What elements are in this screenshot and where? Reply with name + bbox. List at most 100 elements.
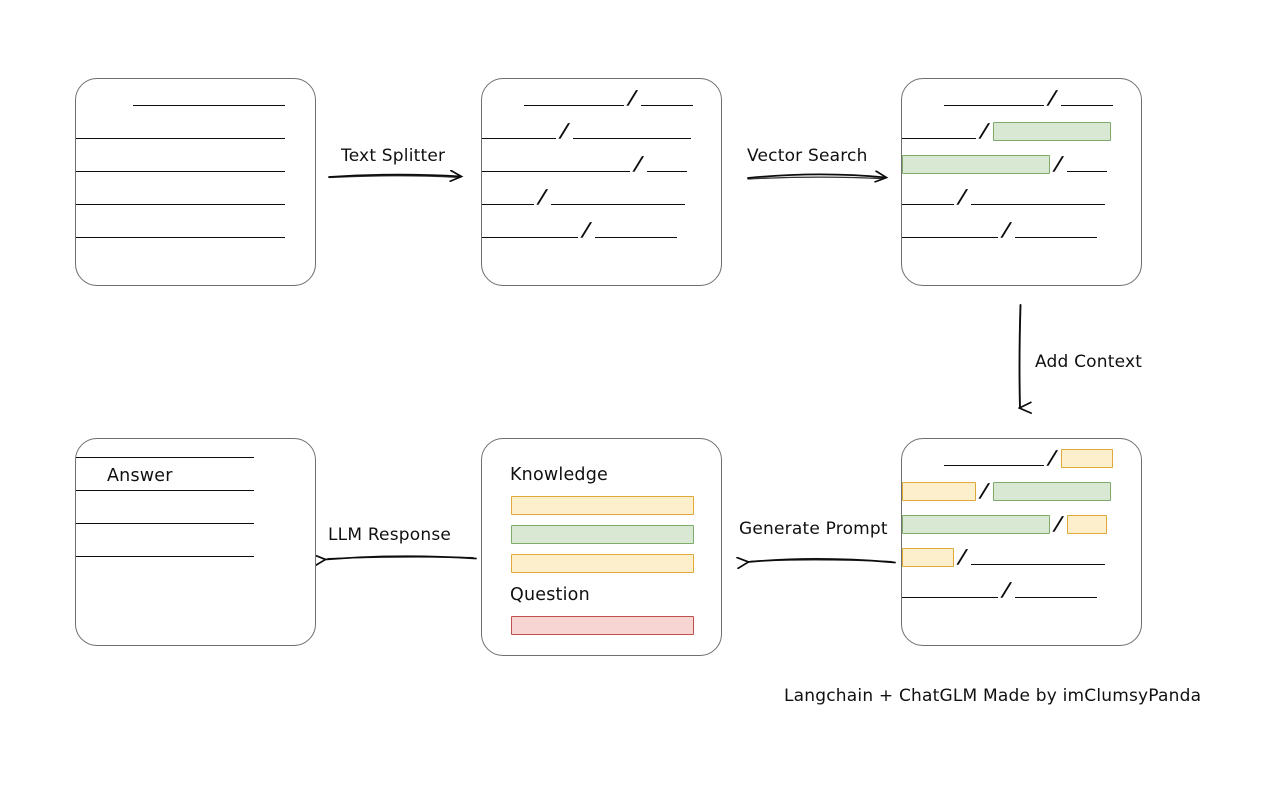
edge-text-splitter-arrow: [328, 175, 461, 178]
knowledge-label: Knowledge: [510, 465, 608, 485]
chunk-separator-slash: /: [581, 219, 592, 241]
text-line-segment: [76, 505, 254, 527]
answer-label: Answer: [107, 466, 173, 486]
chunk-separator-slash: /: [627, 87, 638, 109]
chunk-separator-slash: /: [957, 546, 968, 568]
content-row: [76, 153, 315, 175]
chunk-separator-slash: /: [1047, 87, 1058, 109]
edge-label-add-context: Add Context: [1035, 352, 1143, 372]
footer-credit: Langchain + ChatGLM Made by imClumsyPand…: [784, 686, 1202, 706]
text-line-segment: [482, 219, 578, 241]
text-line-segment: [76, 472, 254, 494]
node-prompt[interactable]: Knowledge Question: [481, 438, 722, 656]
text-line-segment: [646, 153, 687, 175]
node-source-document[interactable]: [75, 78, 316, 286]
knowledge-bar-green: [511, 525, 694, 544]
text-line-segment: [902, 579, 998, 601]
content-row: [76, 538, 315, 560]
chunk-separator-slash: /: [979, 480, 990, 502]
answer-lines: [76, 439, 315, 645]
text-line-segment: [524, 87, 624, 109]
edge-generate-prompt-arrow: [748, 559, 896, 563]
text-line-segment: [640, 87, 693, 109]
text-line-segment: [133, 87, 285, 109]
text-line-segment: [970, 186, 1105, 208]
content-row: [76, 120, 315, 142]
content-row: [76, 472, 315, 494]
text-line-segment: [76, 186, 285, 208]
content-row: [76, 505, 315, 527]
text-line-segment: [594, 219, 677, 241]
edge-label-vector-search: Vector Search: [747, 146, 868, 166]
text-line-segment: [902, 120, 976, 142]
text-line-segment: [76, 439, 254, 461]
text-line-segment: [1066, 153, 1107, 175]
knowledge-bar-yellow: [511, 496, 694, 515]
text-line-segment: [1014, 579, 1097, 601]
highlighted-chunk-green: [992, 121, 1111, 141]
chunk-separator-slash: /: [559, 120, 570, 142]
chunk-separator-slash: /: [633, 153, 644, 175]
text-line-segment: [76, 120, 285, 142]
question-label: Question: [510, 585, 590, 605]
content-row: /: [902, 186, 1141, 208]
text-line-segment: [902, 219, 998, 241]
content-row: /: [902, 546, 1141, 568]
content-row: /: [902, 447, 1141, 469]
highlighted-chunk-green: [902, 154, 1050, 174]
highlighted-chunk-yellow: [902, 547, 954, 567]
content-row: /: [482, 186, 721, 208]
content-row: /: [902, 120, 1141, 142]
content-row: /: [902, 153, 1141, 175]
node-answer[interactable]: Answer: [75, 438, 316, 646]
text-line-segment: [76, 538, 254, 560]
node-context-added-chunks[interactable]: / / / / /: [901, 438, 1142, 646]
content-row: /: [902, 579, 1141, 601]
text-line-segment: [76, 153, 285, 175]
content-row: /: [482, 120, 721, 142]
content-row: /: [902, 87, 1141, 109]
content-row: /: [902, 513, 1141, 535]
chunk-separator-slash: /: [1047, 447, 1058, 469]
highlighted-chunk-yellow: [1060, 448, 1113, 468]
edge-label-llm-response: LLM Response: [328, 525, 452, 545]
text-line-segment: [76, 219, 285, 241]
chunk-separator-slash: /: [957, 186, 968, 208]
chunk-separator-slash: /: [1053, 153, 1064, 175]
text-line-segment: [482, 153, 630, 175]
chunk-separator-slash: /: [1053, 513, 1064, 535]
text-line-segment: [970, 546, 1105, 568]
context-added-lines: / / / / /: [902, 439, 1141, 645]
text-line-segment: [944, 87, 1044, 109]
text-line-segment: [1060, 87, 1113, 109]
text-line-segment: [572, 120, 691, 142]
content-row: /: [482, 219, 721, 241]
edge-llm-response-arrow: [325, 556, 477, 559]
content-row: /: [482, 87, 721, 109]
edge-add-context-arrow: [1020, 304, 1021, 408]
split-chunks-lines: / / / / /: [482, 79, 721, 285]
edge-label-generate-prompt: Generate Prompt: [739, 519, 888, 539]
chunk-separator-slash: /: [537, 186, 548, 208]
content-row: [76, 219, 315, 241]
question-bar-red: [511, 616, 694, 635]
source-document-lines: [76, 79, 315, 285]
highlighted-chunk-green: [902, 514, 1050, 534]
content-row: /: [482, 153, 721, 175]
text-line-segment: [482, 120, 556, 142]
node-matched-chunks[interactable]: / / / / /: [901, 78, 1142, 286]
text-line-segment: [550, 186, 685, 208]
node-split-chunks[interactable]: / / / / /: [481, 78, 722, 286]
content-row: [76, 87, 315, 109]
matched-chunks-lines: / / / / /: [902, 79, 1141, 285]
text-line-segment: [1014, 219, 1097, 241]
edge-label-text-splitter: Text Splitter: [341, 146, 446, 166]
content-row: /: [902, 480, 1141, 502]
content-row: [76, 439, 315, 461]
text-line-segment: [482, 186, 534, 208]
chunk-separator-slash: /: [1001, 219, 1012, 241]
content-row: /: [902, 219, 1141, 241]
text-line-segment: [944, 447, 1044, 469]
highlighted-chunk-yellow: [902, 481, 976, 501]
knowledge-bar-yellow: [511, 554, 694, 573]
